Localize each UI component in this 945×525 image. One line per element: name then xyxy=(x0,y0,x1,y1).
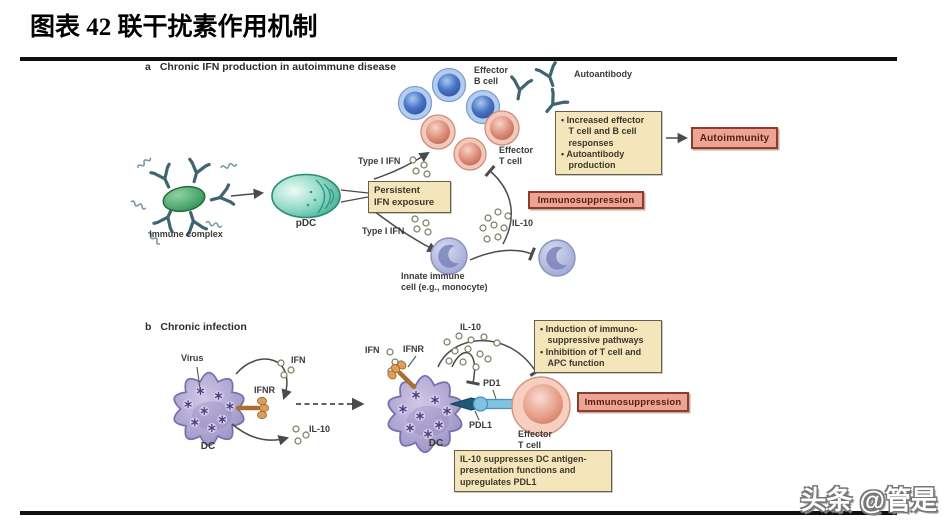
panel-a-letter: a xyxy=(145,61,151,73)
panel-a-title: Chronic IFN production in autoimmune dis… xyxy=(159,61,397,73)
watermark: 头条 @管是 xyxy=(800,485,937,515)
panel-a-header: a Chronic IFN production in autoimmune d… xyxy=(145,61,396,73)
il10-inhibits-tcell-arc xyxy=(484,164,512,245)
ifn-particles-top xyxy=(409,156,431,178)
monocyte-right xyxy=(538,239,576,277)
autoantibody-icons xyxy=(506,61,570,120)
effector-t-cell-b xyxy=(511,376,571,436)
effector-t-label-a: Effector T cell xyxy=(499,145,534,166)
il10-secretion-arrow xyxy=(231,423,290,446)
panel-b-header: b Chronic infection xyxy=(145,321,247,333)
type1-ifn-top-label: Type I IFN xyxy=(358,156,401,166)
dendritic-cell-left xyxy=(174,373,244,446)
il10-suppresses-box: IL-10 suppresses DC antigen- presentatio… xyxy=(454,450,612,492)
il10-label-b-left: IL-10 xyxy=(309,424,331,434)
immune-complex xyxy=(129,155,238,246)
panel-b-graphics xyxy=(174,332,571,452)
dc-label-right: DC xyxy=(428,438,444,449)
ifn-autocrine-arrow xyxy=(235,358,292,400)
ifn-label-b-left: IFN xyxy=(291,355,306,365)
il10-inhibits-monocyte-arc xyxy=(469,247,536,261)
panel-b-letter: b xyxy=(145,321,152,333)
panel-a-graphics xyxy=(129,61,689,277)
il10-inhibits-dc-arc xyxy=(451,351,480,386)
pdc-fork-lines xyxy=(340,189,369,203)
il10-label-a: IL-10 xyxy=(512,218,534,228)
arrow-complex-to-pdc xyxy=(230,188,265,200)
il10-particles-b-left xyxy=(292,425,310,445)
figure-caption: 图表 42 联干扰素作用机制 xyxy=(30,14,318,41)
virus-label: Virus xyxy=(181,353,204,363)
arrow-ifn-to-innate xyxy=(373,210,438,252)
effector-b-label: Effector B cell xyxy=(474,65,509,86)
ifnr-receptor-left xyxy=(235,396,269,420)
type1-ifn-bottom-label: Type I IFN xyxy=(362,226,405,236)
pd1-label: PD1 xyxy=(483,378,501,388)
ifnr-receptor-right xyxy=(387,360,417,390)
effector-t-cells xyxy=(420,110,520,171)
pdc-label: pDC xyxy=(295,218,317,229)
ifnr-label-b-left: IFNR xyxy=(254,385,275,395)
immune-complex-label: Immune complex xyxy=(149,229,223,239)
il10-label-b-right: IL-10 xyxy=(460,322,482,332)
immunosuppression-box-b: Immunosuppression xyxy=(577,392,689,412)
autoimmunity-box: Autoimmunity xyxy=(691,127,778,149)
immunosuppression-box-a: Immunosuppression xyxy=(528,191,644,209)
ifnr-label-b-right: IFNR xyxy=(403,344,424,354)
il10-inhibits-tcell-arc-b xyxy=(437,340,543,377)
arrow-ifn-to-tcells xyxy=(373,151,430,180)
effector-t-label-b: Effector T cell xyxy=(518,429,553,450)
ifn-particles-bottom xyxy=(411,215,432,236)
ifn-label-b-right: IFN xyxy=(365,345,380,355)
persistent-ifn-box: Persistent IFN exposure xyxy=(368,181,451,213)
bottom-divider xyxy=(20,511,897,515)
autoantibody-label: Autoantibody xyxy=(574,69,632,79)
panel-b-title: Chronic infection xyxy=(160,321,247,333)
dc-label-left: DC xyxy=(200,441,216,452)
ifnr-pointer-line xyxy=(407,355,417,368)
pdl1-label: PDL1 xyxy=(469,420,493,430)
pd1-pointer-line xyxy=(492,389,497,400)
innate-cell-label: Innate immune cell (e.g., monocyte) xyxy=(401,271,488,292)
outcome-box-b: • Induction of immuno- suppressive pathw… xyxy=(534,320,662,373)
top-divider xyxy=(20,57,897,61)
outcome-box-a: • Increased effector T cell and B cell r… xyxy=(555,111,662,176)
virus-pointer-line xyxy=(196,366,201,390)
pd1-receptor xyxy=(472,396,517,412)
monocyte-left xyxy=(430,237,468,275)
pdl1-pointer-line xyxy=(474,410,480,421)
pdc-cell xyxy=(271,173,341,219)
